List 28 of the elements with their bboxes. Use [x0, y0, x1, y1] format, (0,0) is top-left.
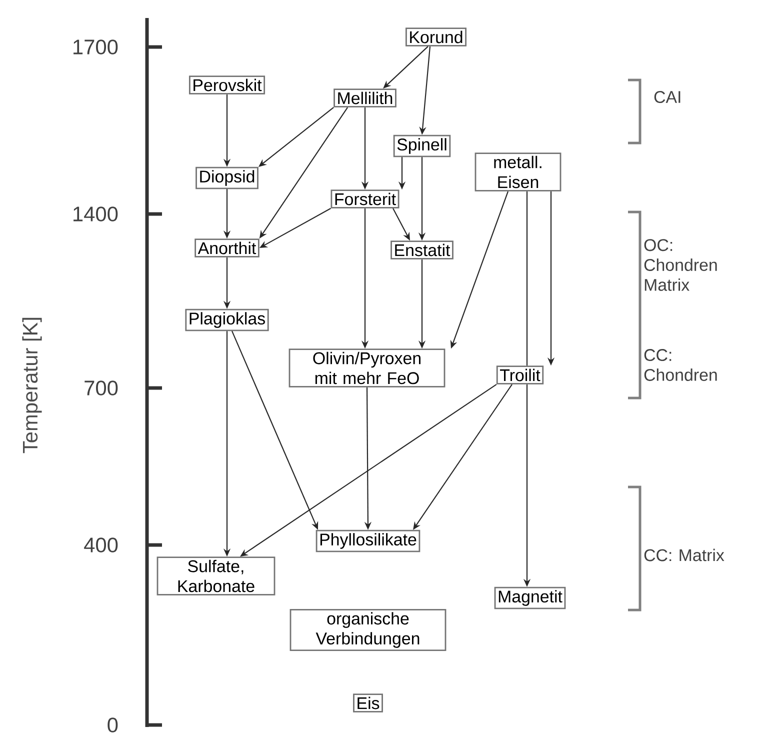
axis-tick-label: 1700: [74, 40, 118, 54]
bracket-label: CC: Chondren: [644, 349, 717, 381]
bracket-label: CC: Matrix: [644, 548, 724, 562]
mineral-box: Forsterit: [330, 190, 400, 208]
mineral-box: Korund: [406, 28, 467, 46]
mineral-box: Eis: [353, 694, 383, 712]
axis-tick-label: 700: [84, 380, 118, 396]
line: [526, 191, 528, 366]
mineral-box: Enstatit: [390, 240, 454, 260]
axis-tick-label: 1400: [74, 206, 118, 222]
mineral-box: Plagioklas: [185, 308, 269, 332]
mineral-box: Troilit: [496, 366, 544, 384]
axis-title: Temperatur [K]: [22, 318, 42, 454]
mineral-box: Olivin/Pyroxen mit mehr FeO: [288, 348, 446, 388]
mineral-box: Diopsid: [196, 166, 258, 190]
bracket-label: OC: Chondren Matrix: [644, 239, 717, 291]
axis-tick-label: 0: [108, 718, 118, 732]
mineral-box: Sulfate, Karbonate: [156, 556, 276, 596]
mineral-box: metall. Eisen: [474, 152, 562, 192]
bracket-label: CAI: [654, 91, 680, 103]
mineral-box: Perovskit: [188, 76, 266, 94]
axis-tick-label: 400: [84, 538, 118, 552]
mineral-box: Mellilith: [334, 88, 396, 108]
mineral-box: Anorthit: [194, 238, 260, 258]
mineral-box: Spinell: [393, 134, 451, 158]
mineral-box: Phyllosilikate: [316, 530, 420, 552]
mineral-box: Magnetit: [494, 586, 566, 610]
mineral-box: organische Verbindungen: [290, 608, 446, 652]
